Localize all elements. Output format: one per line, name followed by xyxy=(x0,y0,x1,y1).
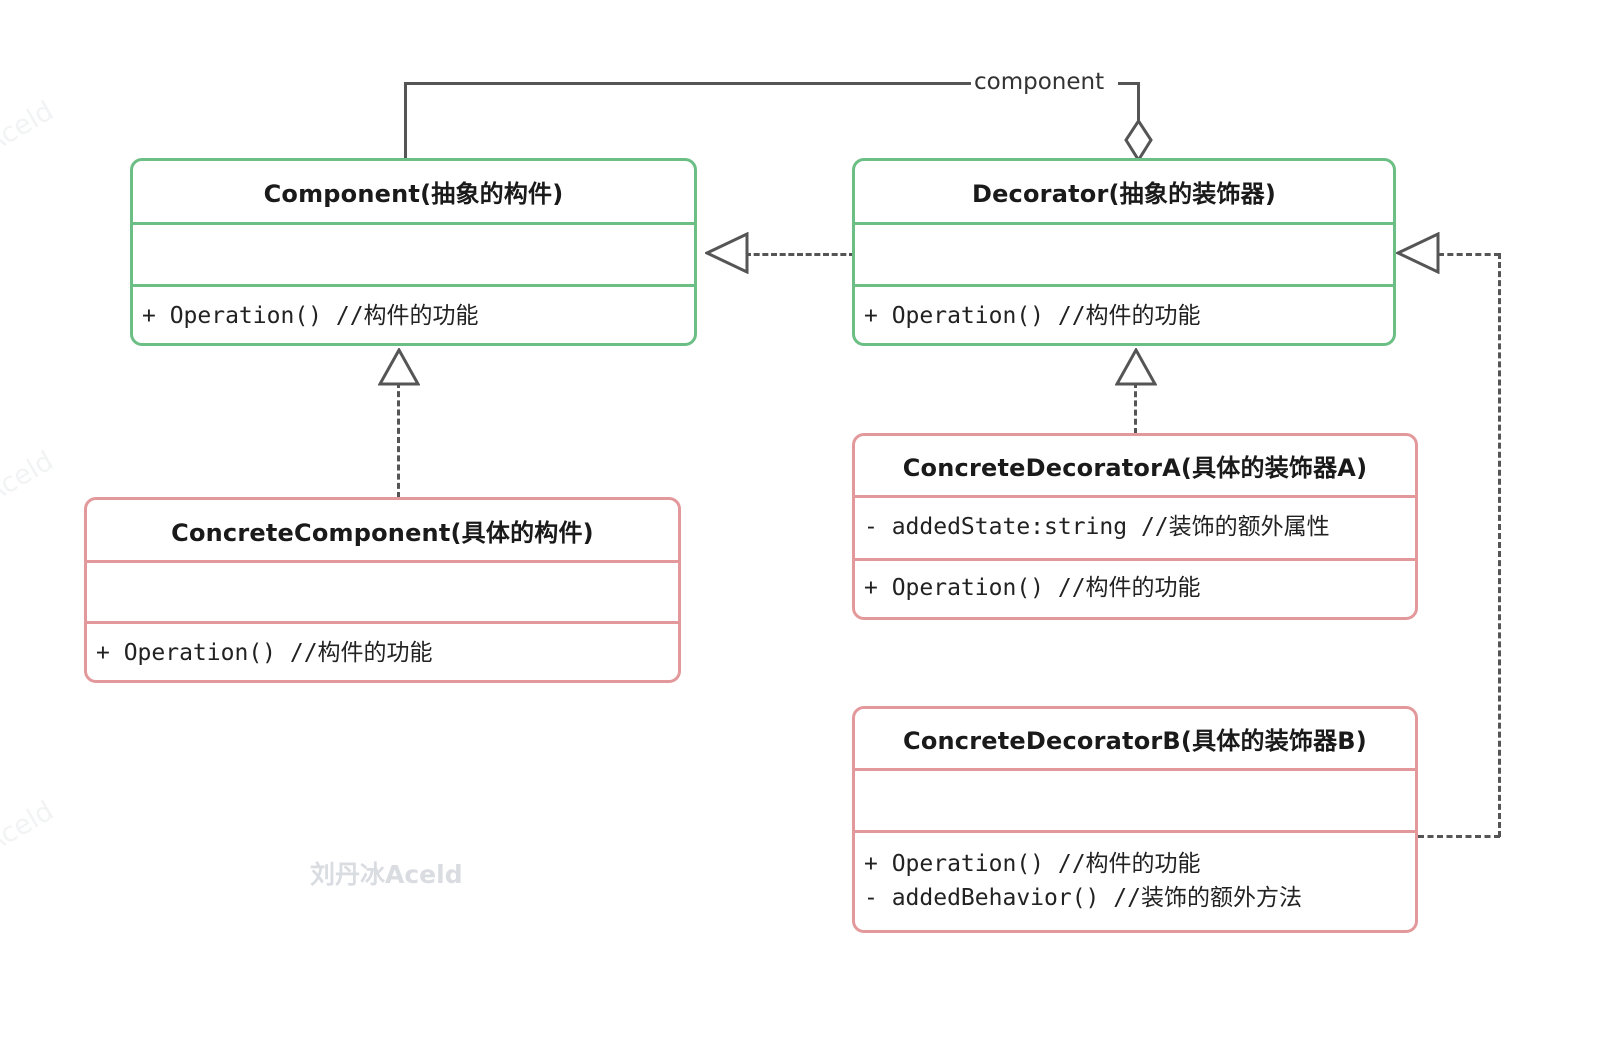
class-attributes-compartment-component xyxy=(133,225,694,287)
realization-decorator-dashed-line xyxy=(745,253,855,256)
class-name-decorator: Decorator(抽象的装饰器) xyxy=(971,180,1277,208)
class-method-component-0: + Operation() //构件的功能 xyxy=(142,302,479,329)
generalization-concrete-decorator-a-dashed-line xyxy=(1134,382,1137,434)
aggregation-segment-left-vertical xyxy=(404,82,407,160)
generalization-concrete-component-dashed-line xyxy=(397,382,400,498)
aggregation-diamond-icon xyxy=(1124,120,1153,162)
class-title-compartment-component: Component(抽象的构件) xyxy=(133,161,694,225)
class-box-concrete-decorator-a[interactable]: ConcreteDecoratorA(具体的装饰器A) - addedState… xyxy=(852,433,1418,620)
class-methods-compartment-component: + Operation() //构件的功能 xyxy=(133,287,694,343)
aggregation-segment-top-horizontal-right xyxy=(1118,82,1140,85)
class-title-compartment-concrete-decorator-b: ConcreteDecoratorB(具体的装饰器B) xyxy=(855,709,1415,771)
class-name-concrete-decorator-b: ConcreteDecoratorB(具体的装饰器B) xyxy=(903,727,1367,755)
class-methods-compartment-concrete-decorator-b: + Operation() //构件的功能 - addedBehavior() … xyxy=(855,833,1415,930)
class-name-component: Component(抽象的构件) xyxy=(263,180,564,208)
class-name-concrete-component: ConcreteComponent(具体的构件) xyxy=(171,518,594,547)
realization-concrete-decorator-b-dashed-top xyxy=(1438,253,1500,256)
class-method-concrete-decorator-b-0: + Operation() //构件的功能 xyxy=(864,851,1201,878)
class-methods-compartment-concrete-component: + Operation() //构件的功能 xyxy=(87,624,678,680)
aggregation-label-component: component xyxy=(971,69,1108,95)
generalization-concrete-decorator-a-arrowhead-icon xyxy=(1115,348,1157,386)
class-box-decorator[interactable]: Decorator(抽象的装饰器) + Operation() //构件的功能 xyxy=(852,158,1396,346)
class-method-concrete-component-0: + Operation() //构件的功能 xyxy=(96,639,433,666)
class-attribute-concrete-decorator-a-0: - addedState:string //装饰的额外属性 xyxy=(864,514,1330,541)
class-attributes-compartment-concrete-decorator-b xyxy=(855,771,1415,833)
class-box-component[interactable]: Component(抽象的构件) + Operation() //构件的功能 xyxy=(130,158,697,346)
realization-concrete-decorator-b-arrowhead-icon xyxy=(1396,232,1440,274)
aggregation-segment-right-vertical xyxy=(1137,82,1140,124)
watermark-edge-middle: Aceld xyxy=(0,445,59,510)
class-title-compartment-decorator: Decorator(抽象的装饰器) xyxy=(855,161,1393,225)
class-box-concrete-component[interactable]: ConcreteComponent(具体的构件) + Operation() /… xyxy=(84,497,681,683)
aggregation-segment-top-horizontal-left xyxy=(404,82,971,85)
watermark-edge-bottom: Aceld xyxy=(0,795,59,860)
class-attributes-compartment-decorator xyxy=(855,225,1393,287)
class-attributes-compartment-concrete-component xyxy=(87,563,678,624)
realization-concrete-decorator-b-dashed-bottom xyxy=(1418,835,1500,838)
watermark-center: 刘丹冰Aceld xyxy=(310,860,463,889)
generalization-concrete-component-arrowhead-icon xyxy=(378,348,420,386)
class-methods-compartment-decorator: + Operation() //构件的功能 xyxy=(855,287,1393,343)
watermark-edge-top: Aceld xyxy=(0,95,59,160)
class-title-compartment-concrete-component: ConcreteComponent(具体的构件) xyxy=(87,500,678,563)
class-name-concrete-decorator-a: ConcreteDecoratorA(具体的装饰器A) xyxy=(902,454,1368,482)
realization-concrete-decorator-b-dashed-vertical xyxy=(1498,253,1501,837)
class-method-concrete-decorator-a-0: + Operation() //构件的功能 xyxy=(864,575,1201,602)
class-attributes-compartment-concrete-decorator-a: - addedState:string //装饰的额外属性 xyxy=(855,498,1415,561)
class-methods-compartment-concrete-decorator-a: + Operation() //构件的功能 xyxy=(855,561,1415,617)
class-box-concrete-decorator-b[interactable]: ConcreteDecoratorB(具体的装饰器B) + Operation(… xyxy=(852,706,1418,933)
class-title-compartment-concrete-decorator-a: ConcreteDecoratorA(具体的装饰器A) xyxy=(855,436,1415,498)
class-method-concrete-decorator-b-1: - addedBehavior() //装饰的额外方法 xyxy=(864,884,1302,911)
class-method-decorator-0: + Operation() //构件的功能 xyxy=(864,302,1201,329)
realization-decorator-arrowhead-icon xyxy=(705,232,749,274)
